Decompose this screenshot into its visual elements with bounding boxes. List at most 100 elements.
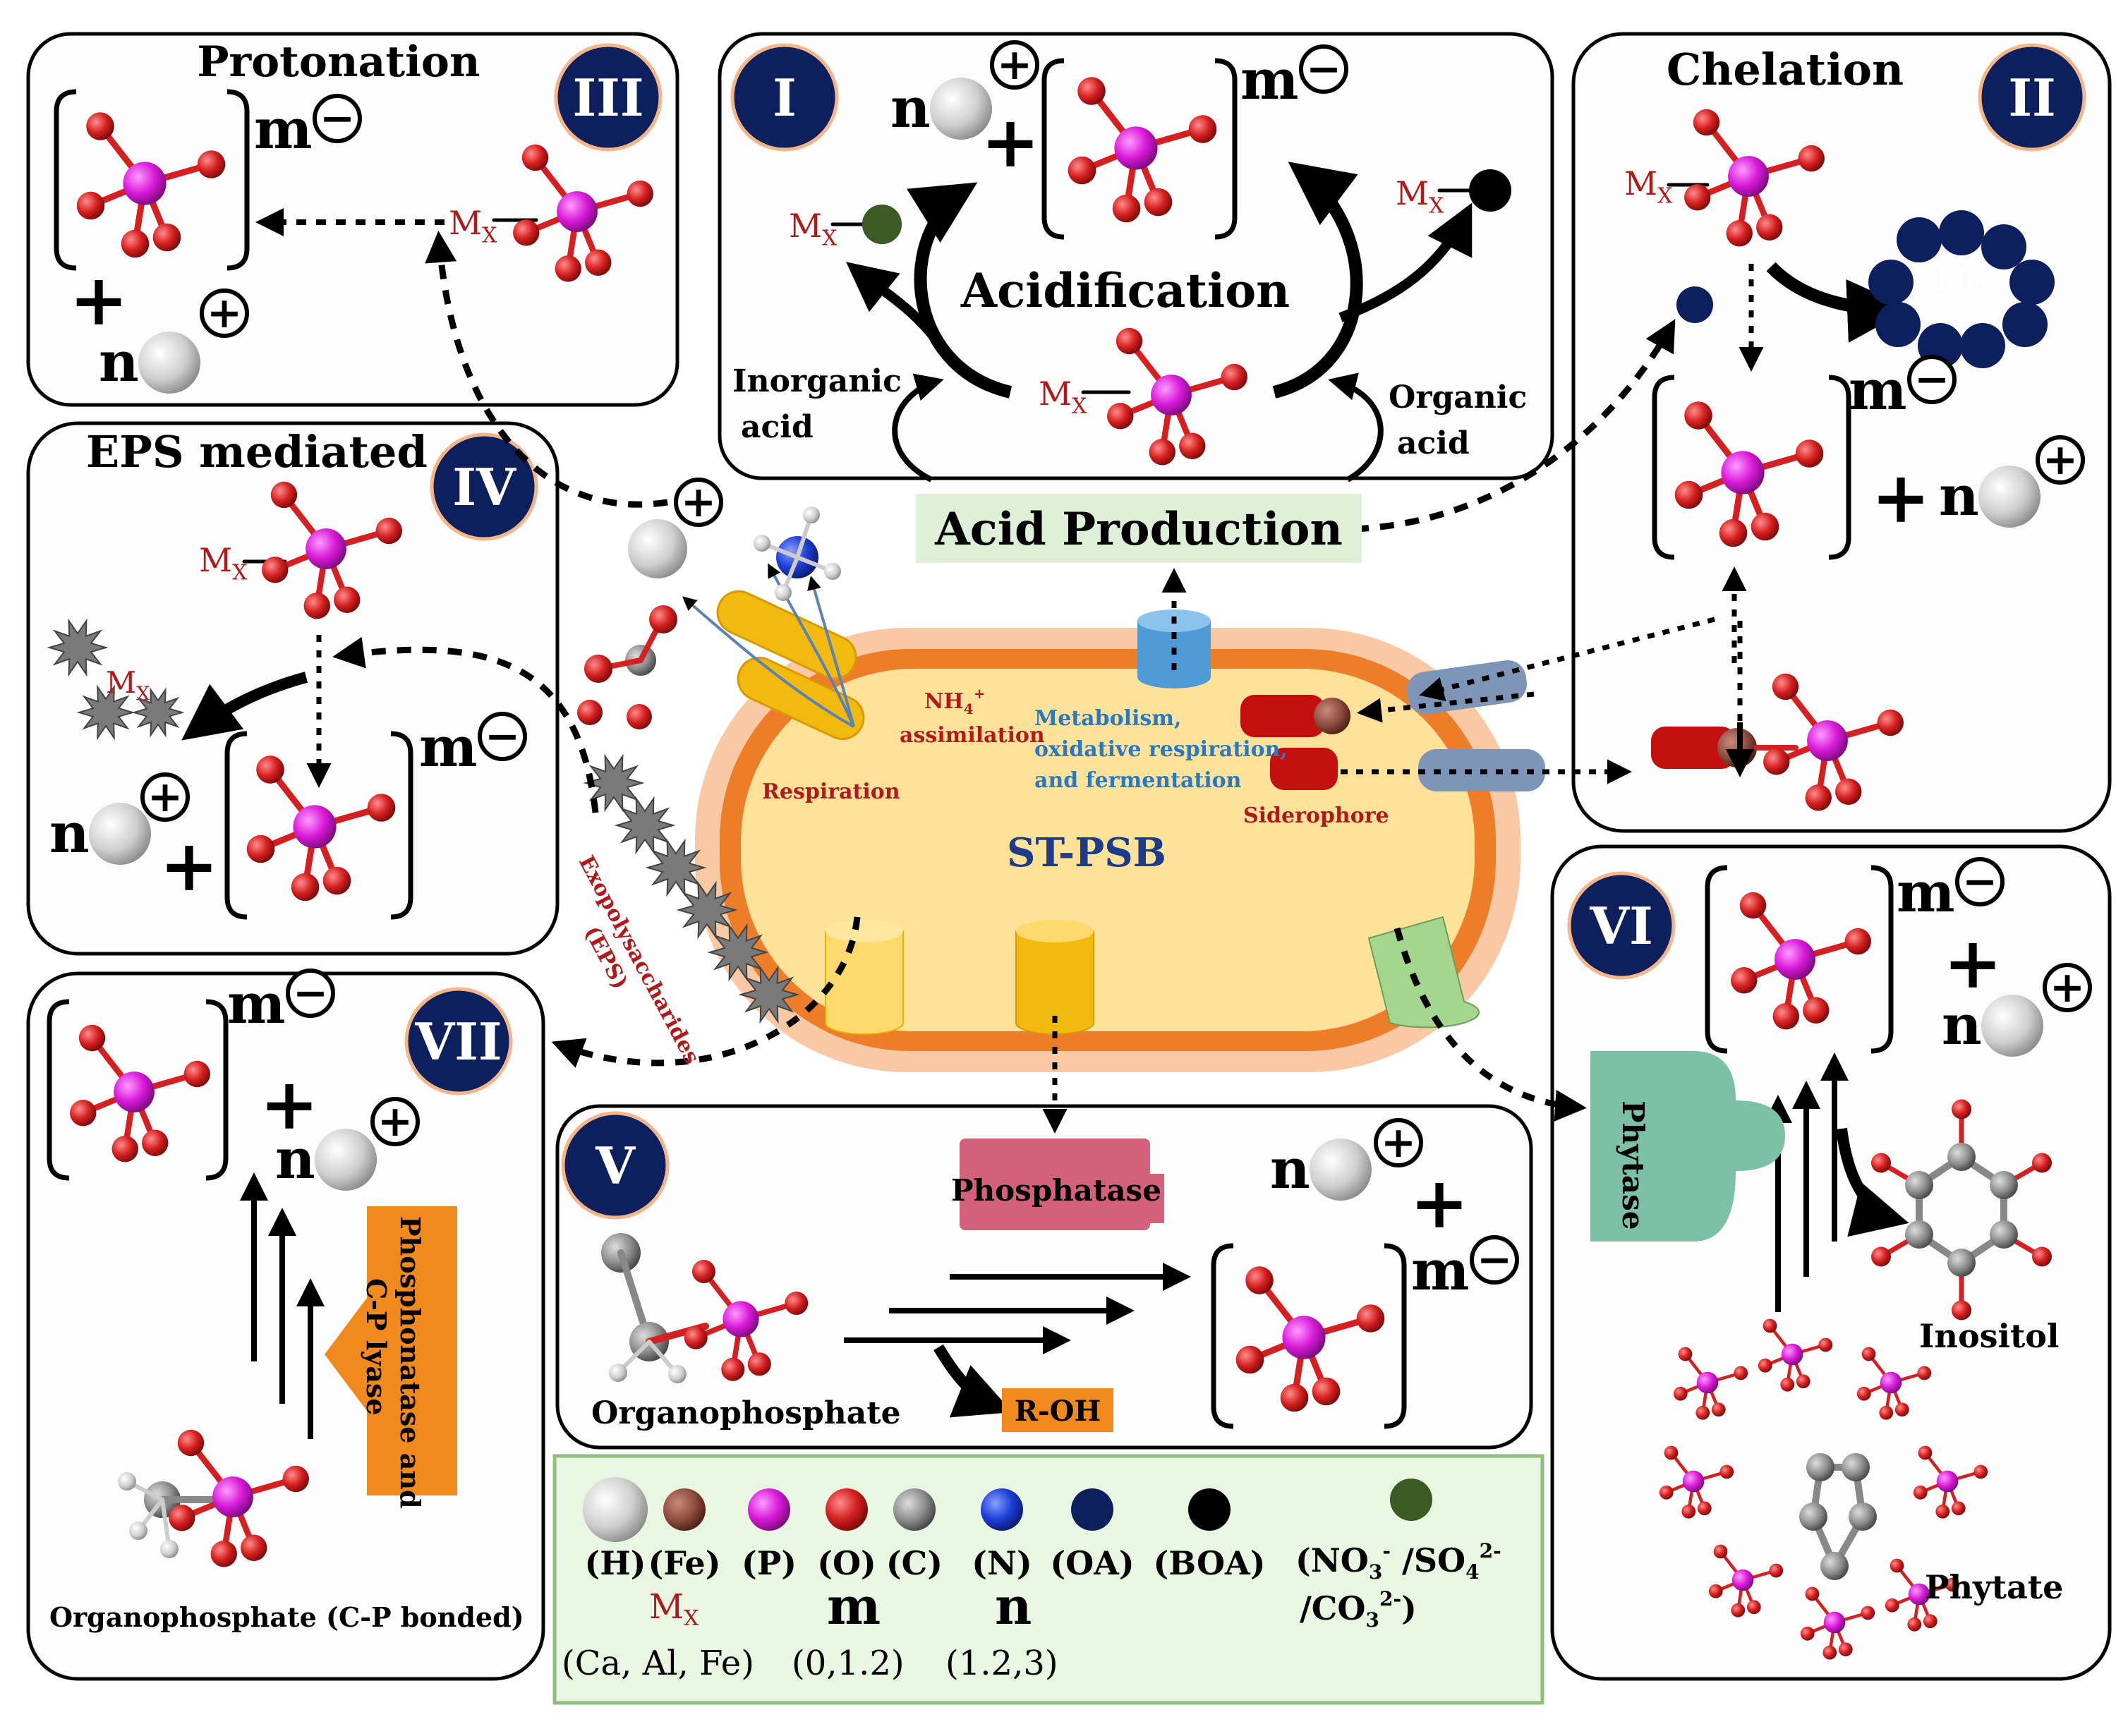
legend-anion-so-sub: 4: [1465, 1560, 1479, 1584]
iv-curve-arrow: [181, 672, 308, 741]
cp-lyase-line2: C-P lyase: [361, 1278, 392, 1416]
nh4-sup: +: [974, 685, 986, 702]
legend-anion-swatch: [1390, 1479, 1432, 1521]
v-m-letter: m: [1411, 1239, 1470, 1303]
ii-sid-phosphate: [1763, 673, 1904, 811]
panel-vi-badge: [1567, 871, 1676, 980]
iv-plus-charge-circle: [140, 772, 190, 822]
oxygen-atom: [1879, 1405, 1894, 1420]
oxygen-atom: [1780, 1377, 1795, 1392]
oxygen-atom: [1664, 1445, 1679, 1460]
oxygen-atom: [1856, 1386, 1871, 1401]
phosphorus-atom: [212, 1476, 253, 1517]
acid-production-label: Acid Production: [934, 503, 1343, 556]
ii-plus-charge-sign: +: [2043, 435, 2078, 485]
oxygen-atom: [291, 873, 320, 902]
iv-plus-charge-sign: +: [147, 772, 183, 822]
phosphorus-atom: [1807, 720, 1848, 761]
phytase-label: Phytase: [1616, 1100, 1650, 1230]
legend-mx-main: M: [649, 1587, 684, 1627]
oxygen-atom: [70, 1100, 97, 1127]
inositol-o: [2032, 1246, 2052, 1267]
legend-mx-values: (Ca, Al, Fe): [562, 1644, 754, 1683]
vi-n-letter: n: [1942, 993, 1982, 1057]
phytate-phosphate: [1856, 1347, 1932, 1420]
legend-anion-co: /CO: [1300, 1589, 1365, 1627]
phytate-phosphate: [1913, 1445, 1988, 1519]
v-phosphate: [1235, 1266, 1385, 1412]
i-m-minus-sign: −: [1306, 44, 1341, 94]
oxygen-atom: [1945, 1577, 1960, 1592]
oxygen-atom: [1693, 109, 1720, 136]
i-plus-charge-sign: +: [997, 40, 1032, 90]
legend-anion-no-sub: 3: [1369, 1560, 1382, 1584]
oxygen-atom: [1179, 432, 1206, 459]
oxygen-atom: [1107, 403, 1134, 430]
nh4-label: NH4+: [924, 685, 985, 717]
respiration-line-2: [768, 563, 855, 727]
phytase-shape: [1590, 1051, 1785, 1242]
oxygen-atom: [262, 557, 289, 583]
iv-eps-star3: [131, 687, 185, 738]
i-inorganic-curve: [892, 373, 944, 482]
nh4-assimilation-label: assimilation: [900, 723, 1045, 748]
oxygen-atom: [334, 586, 361, 613]
mx-sub: X: [1072, 394, 1087, 419]
v-to-roh-arrow: [933, 1344, 1012, 1418]
oxygen-atom: [1894, 1402, 1909, 1417]
inositol-carbon: [1905, 1171, 1933, 1199]
iii-bracket-right: [226, 89, 250, 271]
mx-sub: X: [136, 684, 150, 705]
siderophore-label: Siderophore: [1243, 803, 1389, 828]
phosphorus-atom: [306, 528, 346, 569]
oxygen-atom: [270, 481, 298, 509]
oxygen-atom: [1746, 1600, 1761, 1615]
ii-plus: +: [1871, 456, 1930, 539]
iii-bracket-left: [54, 89, 77, 271]
cell-eps-particle: [614, 796, 676, 855]
oxygen-atom: [1711, 1402, 1726, 1417]
oxygen-atom: [111, 1136, 138, 1163]
oxygen-atom: [1796, 1374, 1810, 1389]
oxygen-atom: [246, 834, 275, 863]
phytate-label: Phytate: [1925, 1568, 2063, 1606]
oxygen-atom: [555, 255, 581, 282]
mx-main: M: [1936, 262, 1966, 296]
cell-eps-particle: [676, 880, 738, 940]
oxygen-atom: [1973, 1464, 1988, 1479]
i-curve-left: [907, 182, 1012, 399]
mx-sub: X: [1657, 184, 1673, 209]
panel-v-badge: [561, 1111, 670, 1220]
oxygen-atom: [1144, 188, 1173, 217]
inositol-o: [1952, 1300, 1971, 1321]
ii-phosphate: [1684, 109, 1825, 247]
mx-sub: X: [1966, 280, 1981, 302]
oxygen-atom: [177, 1429, 205, 1457]
legend-label: (O): [817, 1544, 876, 1582]
phosphorus-atom: [1908, 1583, 1930, 1606]
phosphorus-atom: [1696, 1371, 1719, 1394]
oxygen-atom: [1835, 778, 1862, 805]
oxygen-atom: [627, 180, 653, 207]
oxygen-atom: [1844, 928, 1871, 955]
mx-sub: X: [232, 561, 248, 585]
inositol-label: Inositol: [1919, 1317, 2059, 1355]
vii-m-minus-circle: [286, 969, 335, 1018]
legend-n-values: (1.2,3): [945, 1644, 1058, 1683]
oxygen-atom: [1116, 327, 1143, 355]
cp-lyase-shape: [325, 1206, 457, 1495]
oxygen-atom: [1800, 1626, 1815, 1641]
oxygen-atom: [1221, 363, 1247, 391]
panel-i-badge: [730, 43, 839, 152]
i-m-minus-circle: [1299, 44, 1348, 94]
respiration-channel-2: [737, 657, 865, 740]
legend-anion-so: /SO: [1391, 1541, 1465, 1579]
phosphorus-atom: [1936, 1470, 1959, 1493]
i-plus: +: [981, 100, 1040, 183]
oxygen-atom: [169, 1505, 195, 1531]
phosphorus-atom: [1151, 375, 1192, 415]
vii-h: [129, 1522, 147, 1540]
oxygen-atom: [142, 1129, 169, 1156]
